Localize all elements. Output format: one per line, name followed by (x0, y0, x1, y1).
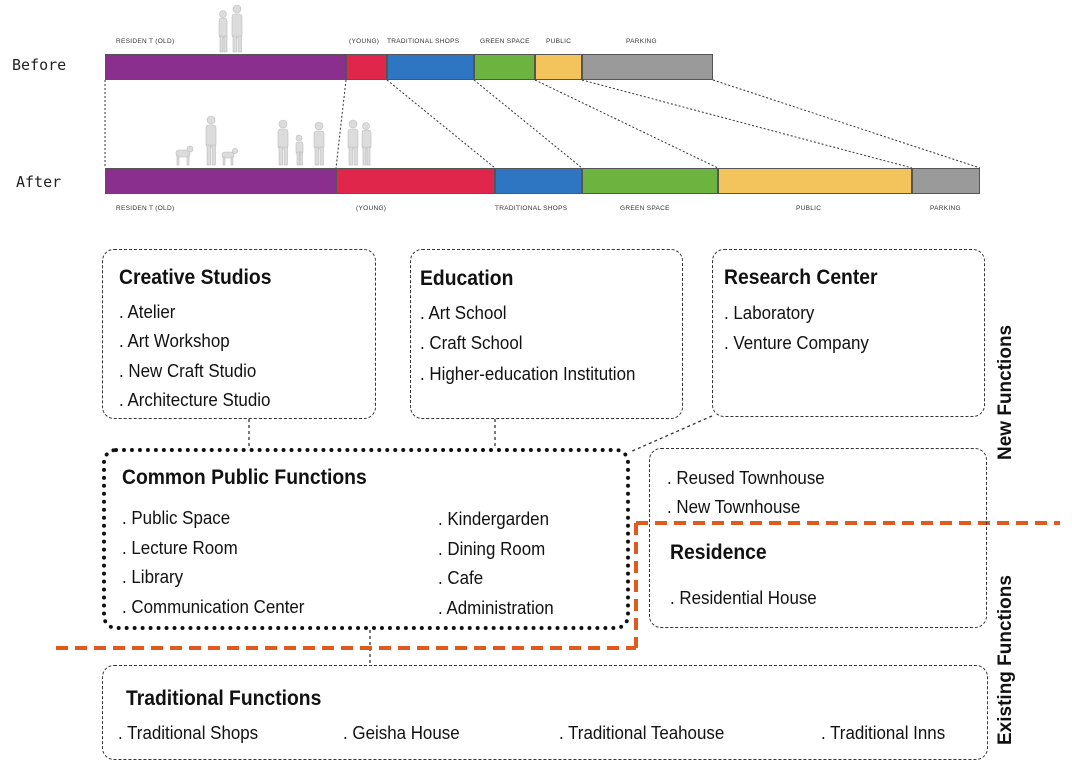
after-caption-green-space: GREEN SPACE (620, 205, 670, 212)
before-caption-traditional-shops: TRADITIONAL SHOPS (387, 38, 460, 45)
common-item-kindergarden: . Kindergarden (438, 509, 550, 529)
after-bar-traditional-shops (495, 168, 582, 194)
common-item-administration: . Administration (438, 598, 554, 618)
after-caption-resident-old: RESIDEN T (OLD) (116, 205, 175, 212)
research-item-venture-company: . Venture Company (724, 333, 869, 353)
residence-item-residential-house: . Residential House (670, 588, 817, 608)
before-bar-parking (582, 54, 713, 80)
after-bar-green-space (582, 168, 718, 194)
before-caption-young: (YOUNG) (349, 38, 380, 45)
common-item-cafe: . Cafe (438, 568, 484, 588)
townhouse-item-reused: . Reused Townhouse (667, 468, 825, 488)
common-public-functions-title: Common Public Functions (122, 466, 367, 489)
residence-title: Residence (670, 541, 767, 564)
before-caption-parking: PARKING (626, 38, 657, 45)
traditional-item-teahouse: . Traditional Teahouse (559, 723, 725, 743)
townhouse-item-new: . New Townhouse (667, 497, 801, 517)
education-item-craft-school: . Craft School (420, 333, 523, 353)
before-bar-young (346, 54, 387, 80)
traditional-item-geisha-house: . Geisha House (343, 723, 460, 743)
common-item-communication-center: . Communication Center (122, 597, 305, 617)
before-bar-traditional-shops (387, 54, 474, 80)
common-item-dining-room: . Dining Room (438, 539, 546, 559)
existing-functions-label: Existing Functions (995, 575, 1016, 745)
before-label: Before (12, 56, 67, 74)
after-bar-public (718, 168, 912, 194)
education-title: Education (420, 267, 514, 290)
after-bar-resident-old (105, 168, 336, 194)
new-functions-label: New Functions (995, 324, 1016, 460)
before-bar-resident-old (105, 54, 346, 80)
education-box (410, 249, 683, 419)
research-item-laboratory: . Laboratory (724, 303, 815, 323)
after-label: After (16, 173, 62, 191)
common-item-library: . Library (122, 567, 184, 587)
before-bar-public (535, 54, 582, 80)
creative-studios-title: Creative Studios (119, 266, 272, 289)
before-caption-public: PUBLIC (546, 38, 572, 45)
traditional-functions-box (102, 665, 988, 760)
research-center-box (712, 249, 985, 417)
before-caption-resident-old: RESIDEN T (OLD) (116, 38, 175, 45)
common-item-public-space: . Public Space (122, 508, 231, 528)
creative-item-new-craft-studio: . New Craft Studio (119, 361, 257, 381)
creative-studios-box (102, 249, 376, 419)
traditional-item-inns: . Traditional Inns (821, 723, 946, 743)
after-caption-parking: PARKING (930, 205, 961, 212)
common-public-functions-box (102, 448, 630, 630)
research-center-title: Research Center (724, 266, 878, 289)
after-caption-public: PUBLIC (796, 205, 822, 212)
residence-box (649, 448, 987, 628)
education-item-art-school: . Art School (420, 303, 507, 323)
creative-item-architecture-studio: . Architecture Studio (119, 390, 271, 410)
common-item-lecture-room: . Lecture Room (122, 538, 238, 558)
after-caption-traditional-shops: TRADITIONAL SHOPS (495, 205, 568, 212)
traditional-item-shops: . Traditional Shops (118, 723, 259, 743)
creative-item-atelier: . Atelier (119, 302, 176, 322)
education-item-higher-education: . Higher-education Institution (420, 364, 636, 384)
traditional-functions-title: Traditional Functions (126, 687, 322, 710)
after-caption-young: (YOUNG) (356, 205, 387, 212)
creative-item-art-workshop: . Art Workshop (119, 331, 230, 351)
people-silhouettes (175, 4, 372, 166)
after-bar-parking (912, 168, 980, 194)
after-bar-young (336, 168, 495, 194)
before-bar-green-space (474, 54, 535, 80)
before-caption-green-space: GREEN SPACE (480, 38, 530, 45)
